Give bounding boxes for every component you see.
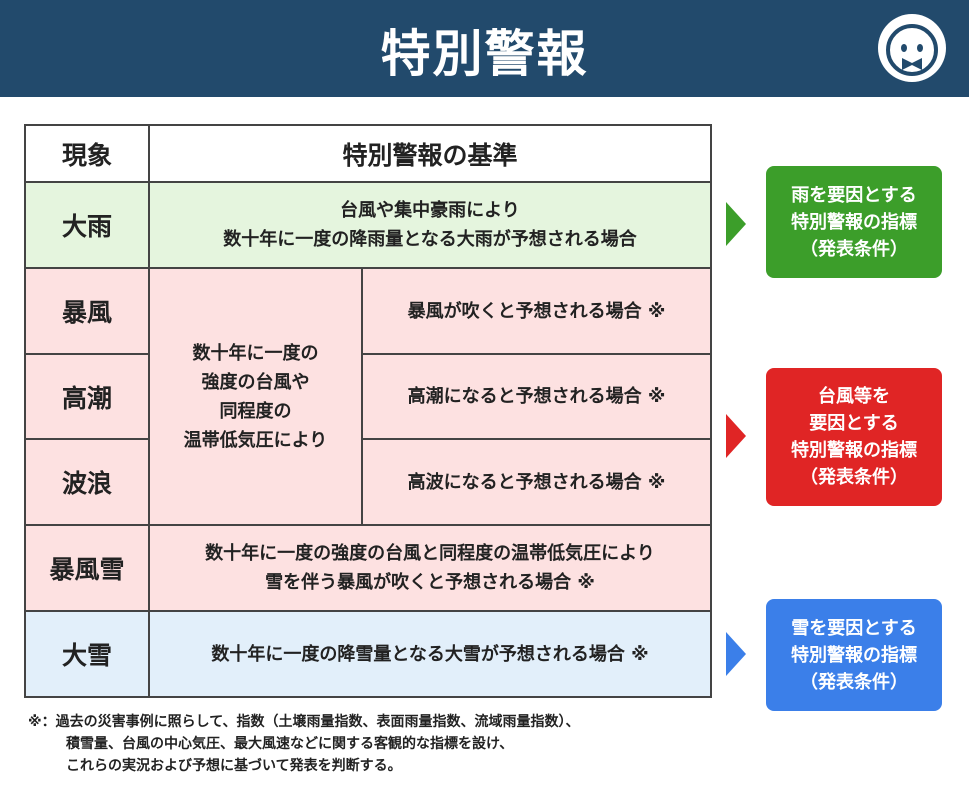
text-line: （発表条件）	[800, 671, 908, 693]
row-label-heavy-rain: 大雨	[24, 181, 150, 269]
text-line: 数十年に一度の降雨量となる大雨が予想される場合	[223, 229, 637, 250]
criteria-heavy-rain: 台風や集中豪雨により数十年に一度の降雨量となる大雨が予想される場合	[148, 181, 712, 269]
text-line: 台風や集中豪雨により	[340, 200, 520, 221]
criteria-typhoon-common: 数十年に一度の強度の台風や同程度の温帯低気圧により	[148, 267, 363, 526]
row-label-storm: 暴風	[24, 267, 150, 355]
criteria-wave: 高波になると予想される場合 ※	[361, 438, 712, 526]
text-line: 特別警報の指標	[791, 644, 917, 666]
arrow-right-icon	[726, 632, 746, 676]
text-line: 雪を要因とする	[791, 617, 917, 639]
criteria-tide: 高潮になると予想される場合 ※	[361, 353, 712, 440]
header-phenomenon: 現象	[24, 124, 150, 183]
text-line: 雨を要因とする	[791, 184, 917, 206]
snow-indicator-box: 雪を要因とする特別警報の指標 （発表条件）	[766, 599, 942, 711]
text-line: 数十年に一度の強度の台風と同程度の温帯低気圧により	[205, 543, 655, 564]
arrow-right-icon	[726, 414, 746, 458]
criteria-heavy-snow: 数十年に一度の降雪量となる大雪が予想される場合 ※	[148, 610, 712, 698]
criteria-snowstorm: 数十年に一度の強度の台風と同程度の温帯低気圧により雪を伴う暴風が吹くと予想される…	[148, 524, 712, 612]
footnote: ※：過去の災害事例に照らして、指数（土壌雨量指数、表面雨量指数、流域雨量指数）、…	[28, 711, 580, 777]
text-line: （発表条件）	[800, 467, 908, 488]
text-line: 要因とする	[809, 413, 899, 434]
text-line: 特別警報の指標	[791, 211, 917, 233]
page-title: 特別警報	[380, 25, 589, 83]
text-line: 数十年に一度の	[192, 342, 319, 364]
footnote-line: 積雪量、台風の中心気圧、最大風速などに関する客観的な指標を設け、	[66, 736, 514, 752]
rain-indicator-box: 雨を要因とする特別警報の指標 （発表条件）	[766, 166, 942, 278]
text-line: 台風等を	[818, 386, 890, 407]
row-label-wave: 波浪	[24, 438, 150, 526]
text-line: （発表条件）	[800, 238, 908, 260]
footnote-line: ※：過去の災害事例に照らして、指数（土壌雨量指数、表面雨量指数、流域雨量指数）、	[28, 714, 580, 730]
row-label-tide: 高潮	[24, 353, 150, 440]
footnote-line: これらの実況および予想に基づいて発表を判断する。	[66, 758, 402, 774]
text-line: 温帯低気圧により	[183, 429, 328, 451]
row-label-heavy-snow: 大雪	[24, 610, 150, 698]
row-label-snowstorm: 暴風雪	[24, 524, 150, 612]
text-line: 強度の台風や	[201, 371, 310, 393]
text-line: 同程度の	[219, 400, 292, 422]
arrow-right-icon	[726, 202, 746, 246]
header-criteria: 特別警報の基準	[148, 124, 712, 183]
header-bar	[0, 0, 969, 97]
text-line: 雪を伴う暴風が吹くと予想される場合 ※	[265, 572, 595, 593]
mascot-logo-icon	[878, 14, 946, 82]
typhoon-indicator-box: 台風等を要因とする特別警報の指標 （発表条件）	[766, 368, 942, 506]
text-line: 特別警報の指標	[791, 440, 917, 461]
criteria-storm: 暴風が吹くと予想される場合 ※	[361, 267, 712, 355]
